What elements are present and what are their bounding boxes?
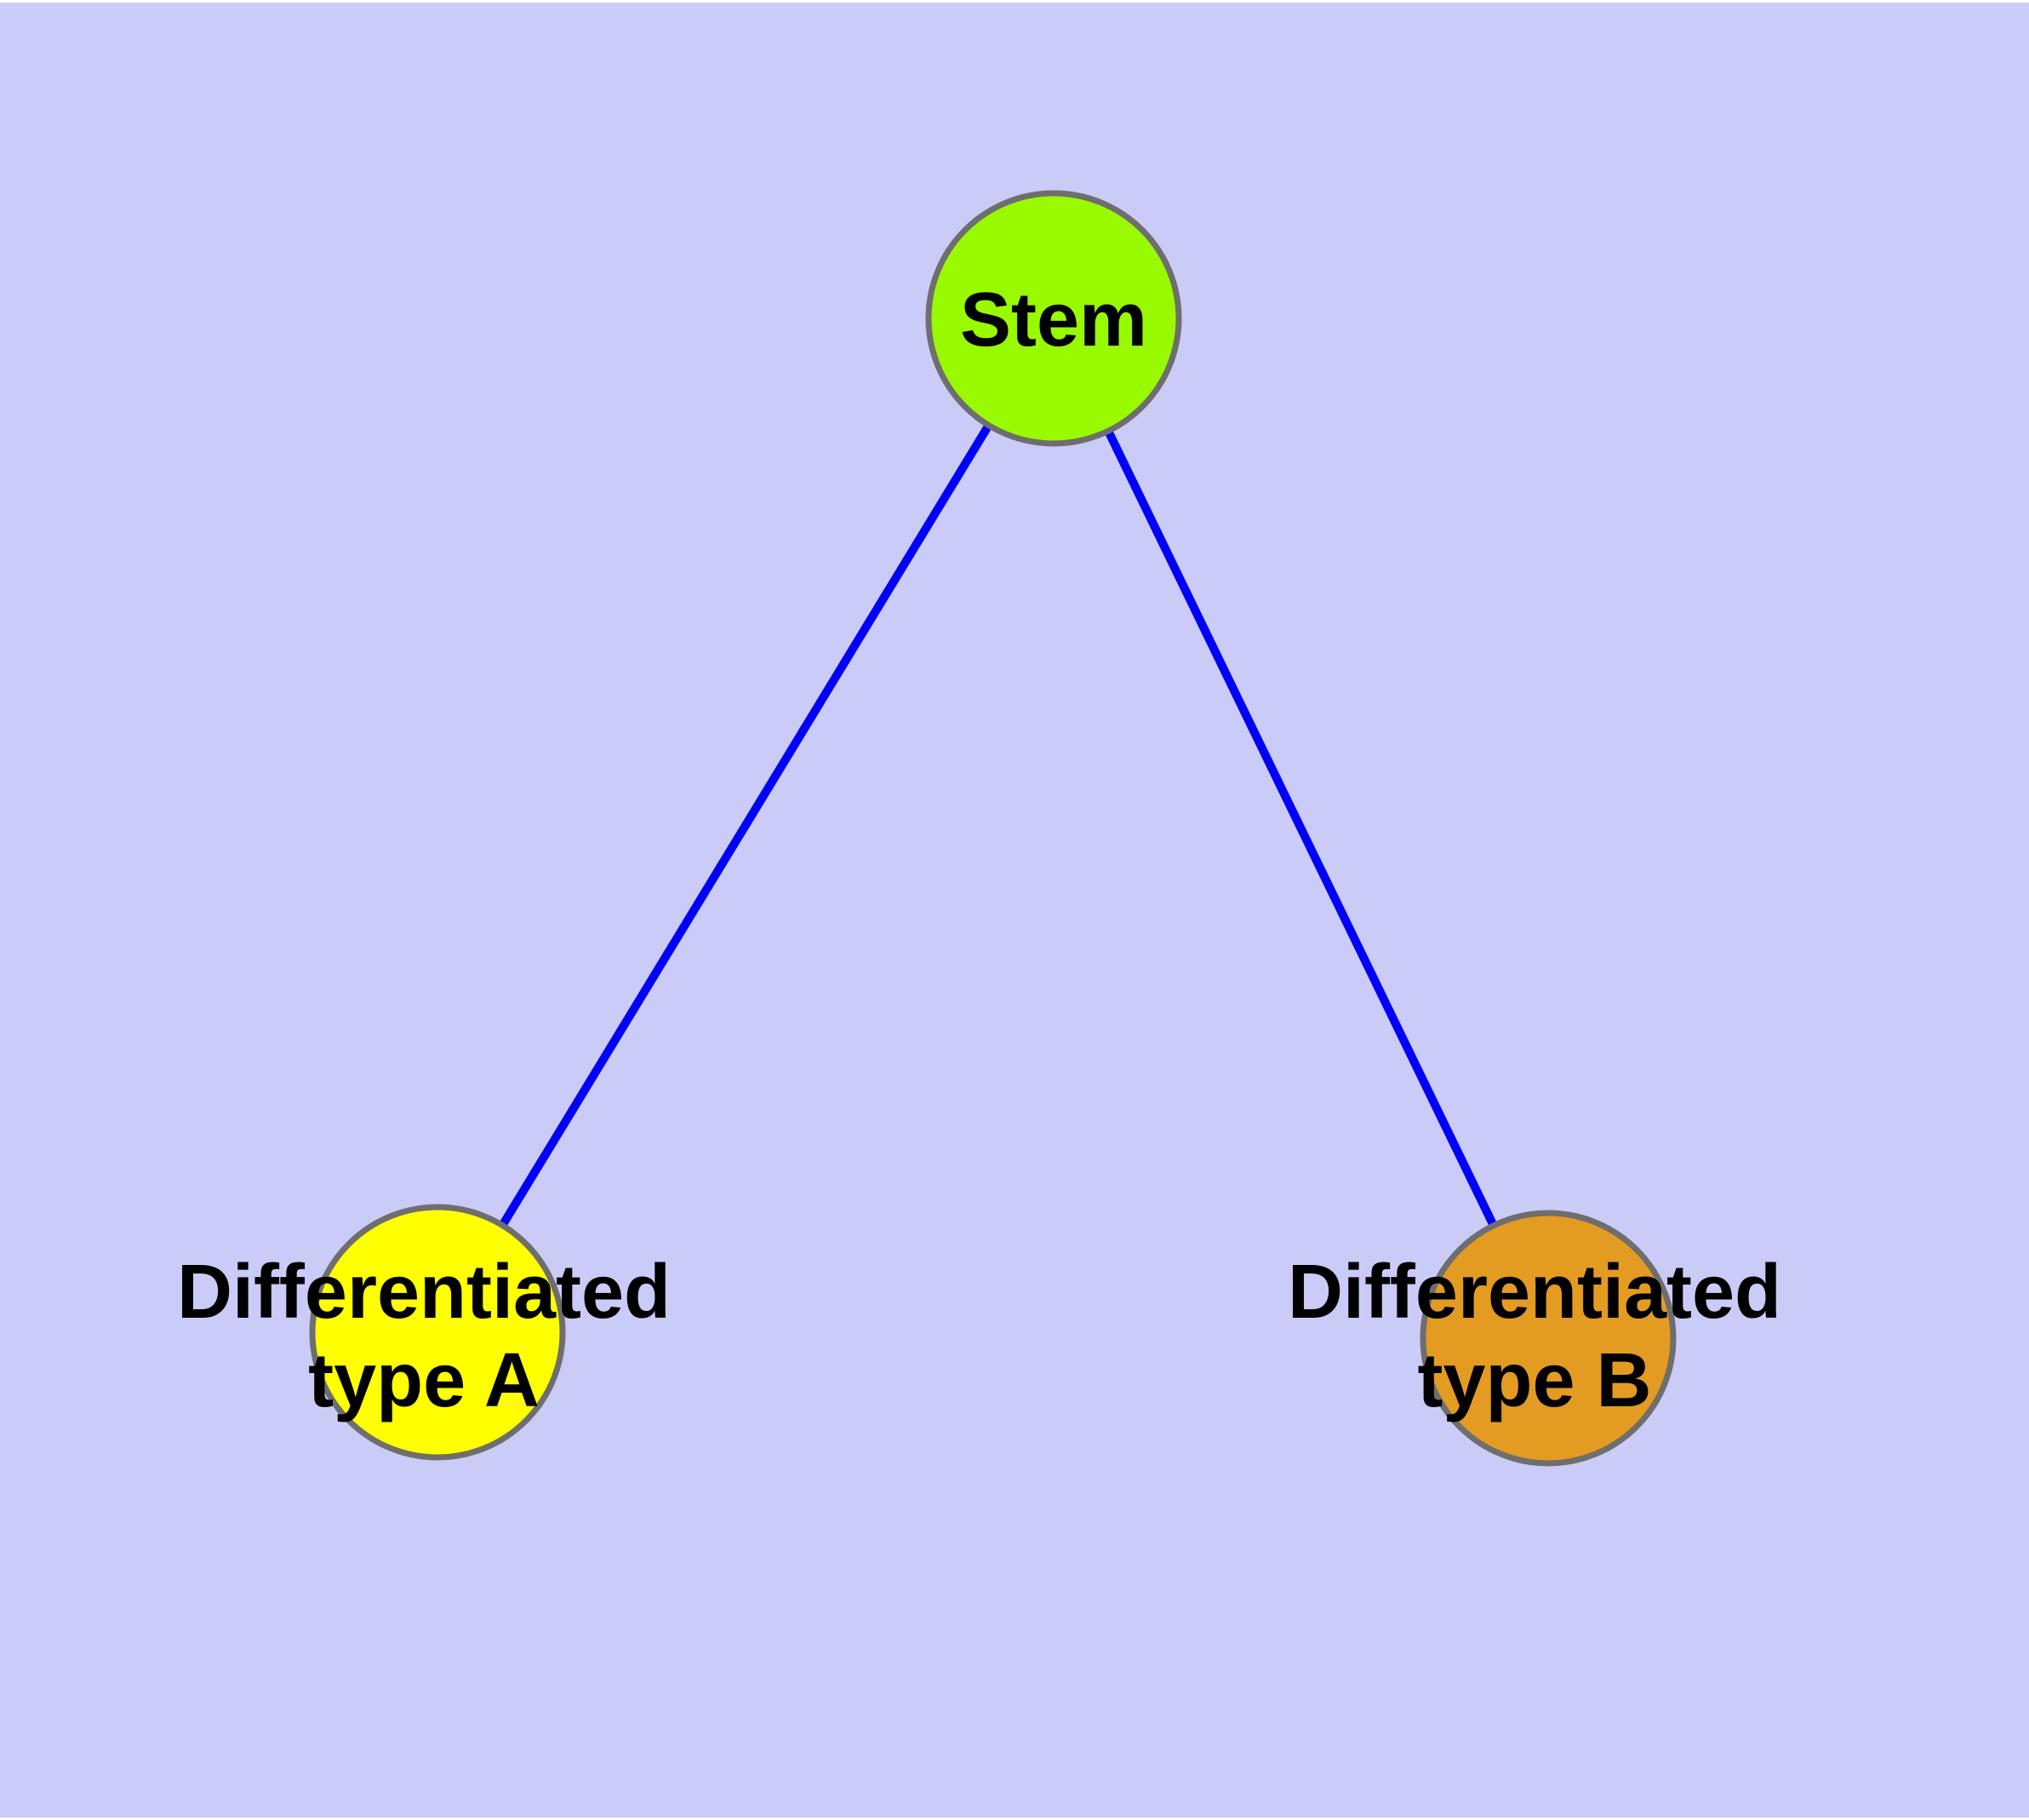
node-type-a-label-line1: Differentiated (177, 1250, 671, 1335)
node-stem-label: Stem (960, 278, 1147, 363)
node-type-b-label-line2: type B (1417, 1338, 1651, 1423)
node-type-a-label-line2: type A (308, 1338, 540, 1423)
node-type-b-label-line1: Differentiated (1288, 1250, 1781, 1335)
